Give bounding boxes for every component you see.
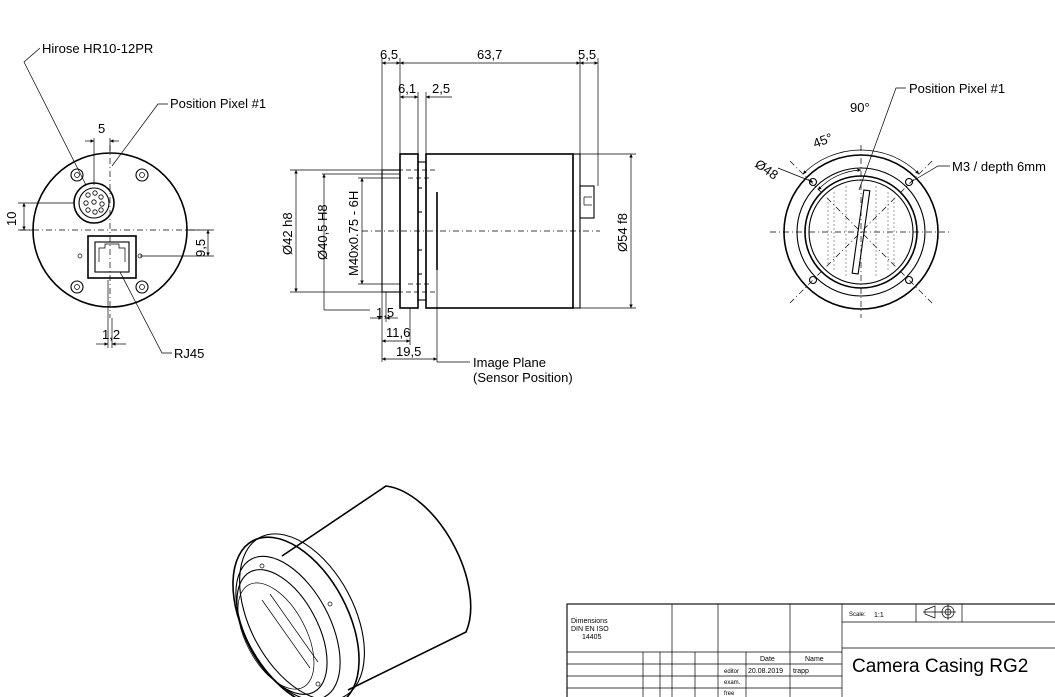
- standard-line-3: 14405: [582, 634, 602, 641]
- side-view: 6,5 63,7 5,5 6,1 2,5 Ø42 h8 Ø40,5 H8 M40…: [280, 47, 636, 385]
- dim-63-7-label: 63,7: [477, 47, 502, 62]
- m3-callout: M3 / depth 6mm: [952, 159, 1046, 174]
- dim-thread-label: M40x0.75 - 6H: [346, 191, 361, 276]
- editor-name: trapp: [793, 668, 809, 675]
- angle-90-label: 90°: [850, 100, 870, 115]
- hirose-connector: [73, 182, 115, 224]
- standard-line-2: DIN EN ISO: [571, 626, 609, 633]
- dim-19-5-label: 19,5: [396, 344, 421, 359]
- dim-2-5-label: 2,5: [432, 81, 450, 96]
- dia-48-label: Ø48: [752, 156, 781, 182]
- image-plane-sub-label: (Sensor Position): [473, 370, 573, 385]
- dim-1-2-label: 1,2: [102, 327, 120, 342]
- dim-dia-42-label: Ø42 h8: [280, 212, 295, 255]
- dim-1-5-label: 1,5: [376, 305, 394, 320]
- pixel-callout-front: Position Pixel #1: [170, 96, 266, 111]
- rj45-callout: RJ45: [174, 346, 204, 361]
- dim-6-1-label: 6,1: [398, 81, 416, 96]
- dim-11-6-label: 11,6: [386, 325, 410, 340]
- mounting-screw-holes: [70, 168, 149, 294]
- dim-dia-40-5-label: Ø40,5 H8: [315, 204, 330, 260]
- row-editor-label: editor: [724, 669, 739, 675]
- rj45-port: [87, 235, 137, 279]
- sensor-slot: [851, 189, 871, 275]
- row-exam-label: exam.: [724, 680, 741, 686]
- dim-dia-54-label: Ø54 f8: [615, 213, 630, 252]
- hirose-callout: Hirose HR10-12PR: [42, 41, 153, 56]
- first-angle-projection-icon: [923, 604, 956, 620]
- col-name-header: Name: [805, 656, 824, 663]
- rear-connector: [579, 185, 595, 219]
- editor-date: 20.08.2019: [748, 668, 783, 675]
- dim-6-5-label: 6,5: [380, 47, 398, 62]
- scale-value: 1:1: [874, 612, 884, 619]
- dim-5-5-label: 5,5: [578, 47, 596, 62]
- title-block: Dimensions DIN EN ISO 14405 Scale: 1:1 D…: [566, 603, 1055, 697]
- col-date-header: Date: [760, 656, 775, 663]
- main-body: [425, 153, 574, 309]
- angle-45-label: 45°: [811, 130, 835, 151]
- dim-5-label: 5: [98, 121, 105, 136]
- front-view: 5 10 9,5 1,2 Hirose HR10-12PR Position P…: [4, 41, 266, 361]
- dim-10-label: 10: [4, 212, 19, 226]
- scale-label: Scale:: [849, 612, 866, 618]
- pixel-callout-rear: Position Pixel #1: [909, 81, 1005, 96]
- standard-line-1: Dimensions: [571, 618, 608, 625]
- image-plane-label: Image Plane: [473, 355, 546, 370]
- drawing-title: Camera Casing RG2: [852, 656, 1028, 677]
- dim-9-5-label: 9,5: [193, 239, 208, 257]
- isometric-view: [232, 485, 472, 697]
- row-free-label: free: [724, 691, 735, 697]
- rear-view: 90° 45° Ø48 Position Pixel #1 M3 / depth…: [752, 81, 1046, 318]
